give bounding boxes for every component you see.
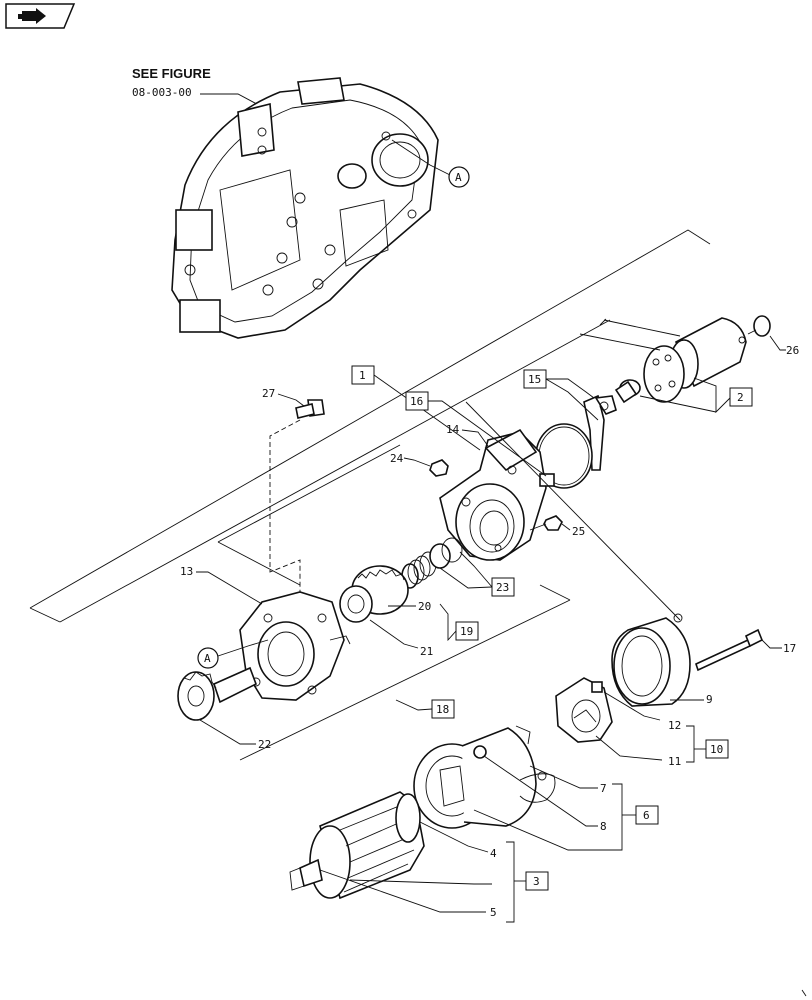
navigation-arrow-icon bbox=[18, 8, 46, 24]
gear-case-cover bbox=[239, 591, 351, 701]
svg-text:19: 19 bbox=[460, 625, 473, 638]
nut-25 bbox=[529, 515, 563, 531]
armature bbox=[289, 791, 425, 900]
marker-a-left: A bbox=[197, 647, 219, 669]
callout-box-2: 2 bbox=[729, 387, 753, 407]
callout-box-16: 16 bbox=[405, 391, 429, 411]
callout-4: 4 bbox=[490, 847, 497, 860]
callout-box-1: 1 bbox=[351, 365, 375, 385]
brush-holder bbox=[413, 725, 556, 829]
callout-20: 20 bbox=[418, 600, 431, 613]
callout-13: 13 bbox=[180, 565, 193, 578]
callout-14: 14 bbox=[446, 423, 460, 436]
svg-text:15: 15 bbox=[528, 373, 541, 386]
spring bbox=[401, 537, 463, 589]
callout-box-18: 18 bbox=[431, 699, 455, 719]
callout-box-15: 15 bbox=[523, 369, 547, 389]
callout-11: 11 bbox=[668, 755, 681, 768]
nav-button[interactable] bbox=[5, 3, 76, 29]
drive-housing bbox=[439, 428, 555, 561]
svg-text:16: 16 bbox=[410, 395, 423, 408]
svg-text:A: A bbox=[455, 171, 462, 184]
callout-9: 9 bbox=[706, 693, 713, 706]
callout-box-3: 3 bbox=[525, 871, 549, 891]
svg-text:18: 18 bbox=[436, 703, 449, 716]
field-frame bbox=[611, 613, 691, 707]
callout-box-19: 19 bbox=[455, 621, 479, 641]
svg-text:10: 10 bbox=[710, 743, 723, 756]
shift-lever bbox=[583, 394, 617, 471]
solenoid bbox=[579, 315, 771, 404]
callout-12: 12 bbox=[668, 719, 681, 732]
callout-24: 24 bbox=[390, 452, 404, 465]
callout-box-6: 6 bbox=[635, 805, 659, 825]
callout-26: 26 bbox=[786, 344, 799, 357]
callout-box-10: 10 bbox=[705, 739, 729, 759]
callout-17: 17 bbox=[783, 642, 796, 655]
pinion-gear-shaft bbox=[177, 666, 258, 721]
svg-text:23: 23 bbox=[496, 581, 509, 594]
callout-7: 7 bbox=[600, 782, 607, 795]
flywheel-housing bbox=[171, 77, 439, 339]
svg-text:6: 6 bbox=[643, 809, 650, 822]
callout-27: 27 bbox=[262, 387, 275, 400]
svg-text:1: 1 bbox=[359, 369, 366, 382]
callout-box-23: 23 bbox=[491, 577, 515, 597]
callout-25: 25 bbox=[572, 525, 585, 538]
svg-text:A: A bbox=[204, 652, 211, 665]
nut-24 bbox=[429, 459, 449, 477]
marker-a-top: A bbox=[448, 166, 470, 188]
callout-22: 22 bbox=[258, 738, 271, 751]
svg-text:3: 3 bbox=[533, 875, 540, 888]
callout-5: 5 bbox=[490, 906, 497, 919]
through-bolt bbox=[695, 628, 764, 672]
svg-text:2: 2 bbox=[737, 391, 744, 404]
see-figure-label: SEE FIGURE bbox=[132, 66, 211, 81]
callout-8: 8 bbox=[600, 820, 607, 833]
callout-21: 21 bbox=[420, 645, 433, 658]
pinion-clutch bbox=[339, 565, 409, 623]
bolt-27 bbox=[295, 399, 325, 419]
figure-reference: 08-003-00 bbox=[132, 86, 192, 99]
end-frame-plate bbox=[555, 677, 613, 743]
